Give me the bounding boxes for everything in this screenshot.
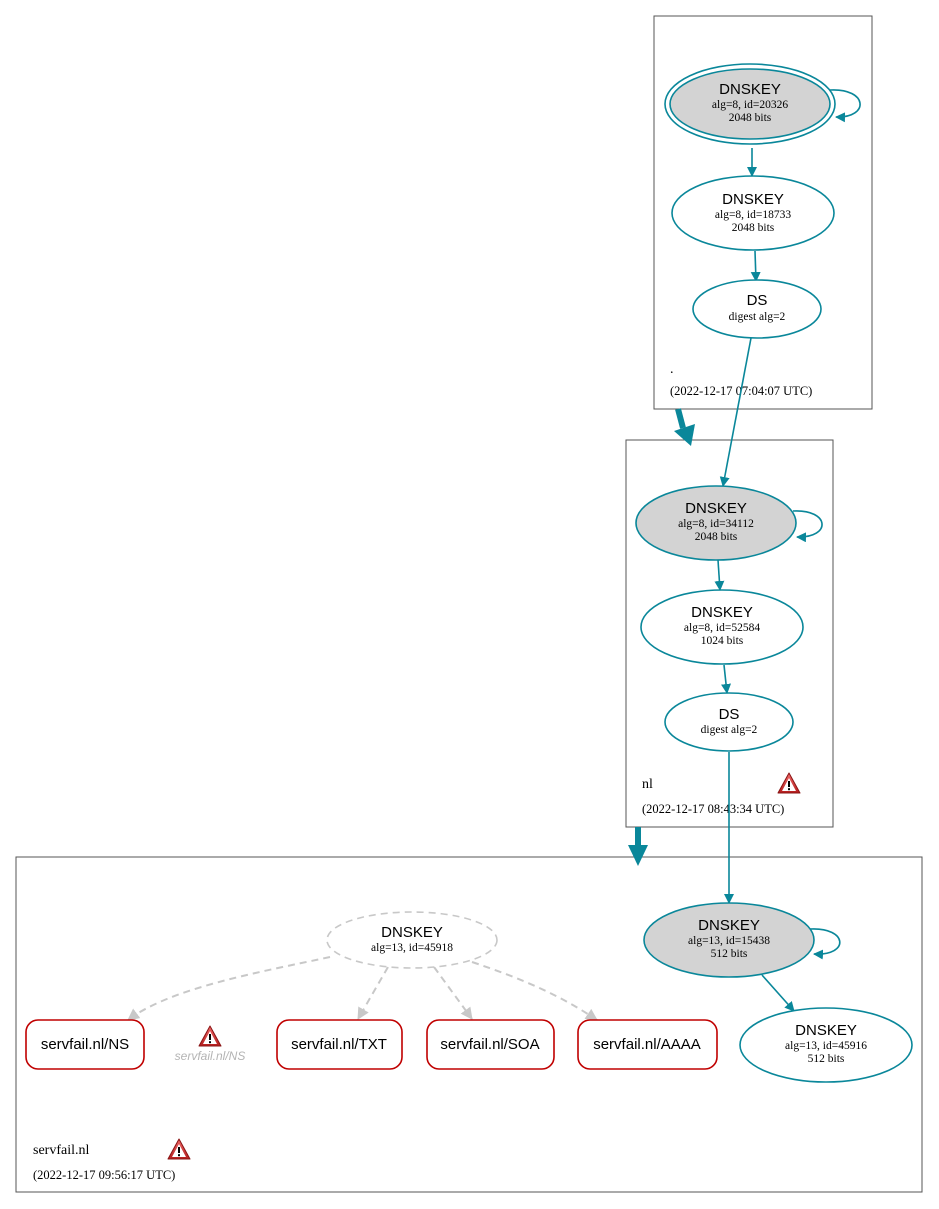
- rrset-txt-label: servfail.nl/TXT: [291, 1036, 387, 1053]
- ghost-ns-indicator[interactable]: servfail.nl/NS: [175, 1025, 246, 1063]
- zone-root-box: [653, 15, 873, 410]
- root-zsk-node[interactable]: DNSKEY alg=8, id=18733 2048 bits: [671, 175, 835, 251]
- root-ksk-title: DNSKEY: [719, 81, 781, 98]
- rrset-ns-node[interactable]: servfail.nl/NS: [25, 1019, 145, 1070]
- warning-triangle-icon[interactable]: [198, 1025, 222, 1047]
- warning-triangle-icon[interactable]: [167, 1138, 191, 1160]
- root-zsk-alg: alg=8, id=18733: [715, 209, 791, 221]
- root-ksk-size: 2048 bits: [729, 112, 772, 124]
- servfail-missing-title: DNSKEY: [381, 924, 443, 941]
- root-ds-node[interactable]: DS digest alg=2: [692, 279, 822, 339]
- edge-nl-ksk-self: [792, 510, 823, 543]
- servfail-ksk-size: 512 bits: [711, 948, 748, 960]
- zone-nl-timestamp: (2022-12-17 08:43:34 UTC): [642, 802, 784, 816]
- nl-zsk-size: 1024 bits: [701, 635, 744, 647]
- edge-root-ksk-self: [829, 89, 861, 123]
- servfail-ksk-alg: alg=13, id=15438: [688, 935, 770, 947]
- edge-nl-ksk-to-zsk: [714, 559, 725, 591]
- root-ksk-node[interactable]: DNSKEY alg=8, id=20326 2048 bits: [664, 63, 836, 145]
- edge-servfail-ksk-to-zsk: [761, 974, 795, 1012]
- nl-ksk-alg: alg=8, id=34112: [678, 518, 754, 530]
- rrset-aaaa-label: servfail.nl/AAAA: [593, 1036, 701, 1053]
- edge-missing-to-soa: [433, 966, 473, 1020]
- zone-root-name: .: [670, 362, 674, 377]
- zone-nl-name: nl: [642, 777, 653, 792]
- servfail-zsk-alg: alg=13, id=45916: [785, 1040, 867, 1052]
- edge-root-ds-to-nl-ksk: [719, 337, 752, 487]
- edge-missing-to-aaaa: [471, 961, 598, 1021]
- root-zsk-size: 2048 bits: [732, 222, 775, 234]
- zone-servfail-box: [15, 856, 923, 1193]
- root-ds-digest: digest alg=2: [729, 311, 786, 323]
- root-ds-title: DS: [747, 292, 768, 309]
- edge-nl-zsk-to-ds: [721, 664, 732, 694]
- delegation-nl-to-servfail: [628, 827, 648, 866]
- zone-servfail-name: servfail.nl: [33, 1143, 89, 1158]
- servfail-zsk-title: DNSKEY: [795, 1022, 857, 1039]
- missing-key-edges: [127, 956, 598, 1021]
- edge-root-zsk-to-ds: [750, 250, 761, 282]
- servfail-zsk-node[interactable]: DNSKEY alg=13, id=45916 512 bits: [739, 1007, 913, 1083]
- secure-edges: [714, 89, 861, 1012]
- nl-zsk-node[interactable]: DNSKEY alg=8, id=52584 1024 bits: [640, 589, 804, 665]
- zone-servfail: servfail.nl (2022-12-17 09:56:17 UTC): [15, 856, 923, 1193]
- rrset-txt-node[interactable]: servfail.nl/TXT: [276, 1019, 403, 1070]
- root-zsk-title: DNSKEY: [722, 191, 784, 208]
- nl-ksk-node[interactable]: DNSKEY alg=8, id=34112 2048 bits: [635, 485, 797, 561]
- nl-ksk-size: 2048 bits: [695, 531, 738, 543]
- servfail-missing-dnskey-node[interactable]: DNSKEY alg=13, id=45918: [326, 911, 498, 969]
- nl-ds-node[interactable]: DS digest alg=2: [664, 692, 794, 752]
- edge-missing-to-txt: [357, 966, 389, 1020]
- servfail-ksk-node[interactable]: DNSKEY alg=13, id=15438 512 bits: [643, 902, 815, 978]
- rrset-aaaa-node[interactable]: servfail.nl/AAAA: [577, 1019, 718, 1070]
- servfail-missing-alg: alg=13, id=45918: [371, 942, 453, 954]
- ghost-ns-label: servfail.nl/NS: [175, 1049, 246, 1063]
- nl-ds-title: DS: [719, 706, 740, 723]
- rrset-ns-label: servfail.nl/NS: [41, 1036, 129, 1053]
- root-ksk-alg: alg=8, id=20326: [712, 99, 788, 111]
- nl-zsk-title: DNSKEY: [691, 604, 753, 621]
- nl-ksk-title: DNSKEY: [685, 500, 747, 517]
- edge-servfail-ksk-self: [809, 928, 841, 960]
- warning-triangle-icon[interactable]: [777, 772, 801, 794]
- nl-zsk-alg: alg=8, id=52584: [684, 622, 760, 634]
- servfail-ksk-title: DNSKEY: [698, 917, 760, 934]
- rrset-soa-node[interactable]: servfail.nl/SOA: [426, 1019, 555, 1070]
- nl-ds-digest: digest alg=2: [701, 724, 758, 736]
- servfail-zsk-size: 512 bits: [808, 1053, 845, 1065]
- zone-servfail-timestamp: (2022-12-17 09:56:17 UTC): [33, 1168, 175, 1182]
- rrset-soa-label: servfail.nl/SOA: [440, 1036, 539, 1053]
- delegation-root-to-nl: [674, 408, 695, 446]
- edge-missing-to-ns: [127, 956, 331, 1021]
